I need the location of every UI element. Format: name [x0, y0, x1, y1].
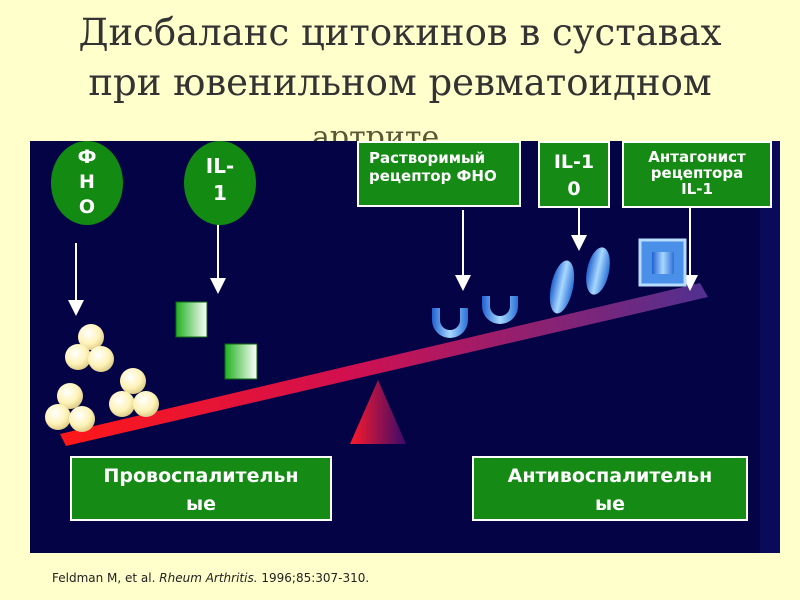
soluble-receptor-molecule: [432, 308, 468, 338]
il10-molecule: [582, 245, 613, 297]
tnf-molecule: [88, 346, 114, 372]
tnf-molecule: [65, 344, 91, 370]
anti-inflammatory-line: ые: [595, 493, 625, 515]
proinflammatory-line: ые: [186, 493, 216, 515]
tnf-molecule: [69, 406, 95, 432]
il10-molecule: [546, 258, 579, 315]
soluble-receptor-line: Растворимый: [369, 149, 485, 167]
il10-label-line: 0: [567, 178, 580, 200]
tnf-molecule: [133, 391, 159, 417]
tnf-molecule: [109, 391, 135, 417]
tnf-letter: Н: [79, 171, 95, 193]
tnf-letter: Ф: [78, 146, 97, 168]
il1-molecules: [176, 302, 257, 379]
il1-antagonist-label: Антагонист рецептора IL-1: [622, 141, 772, 208]
il10-label-line: IL-1: [554, 151, 594, 173]
il1-molecule: [176, 302, 207, 337]
soluble-receptor-line: рецептор ФНО: [369, 167, 497, 185]
proinflammatory-label: Провоспалительн ые: [70, 456, 332, 521]
anti-inflammatory-label: Антивоспалительн ые: [472, 456, 748, 521]
anti-inflammatory-line: Антивоспалительн: [508, 465, 713, 487]
il1-antagonist-line: IL-1: [681, 180, 713, 198]
soluble-receptor-molecule: [482, 296, 518, 324]
il1-antagonist-molecule: [640, 240, 685, 285]
tnf-label: Ф Н О: [51, 141, 123, 225]
tnf-molecule: [45, 404, 71, 430]
il10-label: IL-1 0: [538, 141, 610, 208]
soluble-receptor-label: Растворимый рецептор ФНО: [357, 141, 521, 207]
tnf-molecule: [120, 368, 146, 394]
tnf-molecules: [45, 324, 159, 432]
fulcrum-triangle: [350, 380, 406, 444]
il1-label-line: 1: [213, 181, 227, 205]
il1-molecule: [225, 344, 257, 379]
il1-label: IL- 1: [184, 141, 256, 225]
proinflammatory-line: Провоспалительн: [103, 465, 298, 487]
il1-label-line: IL-: [206, 154, 235, 178]
il10-molecules: [546, 245, 614, 315]
tnf-letter: О: [79, 196, 95, 218]
